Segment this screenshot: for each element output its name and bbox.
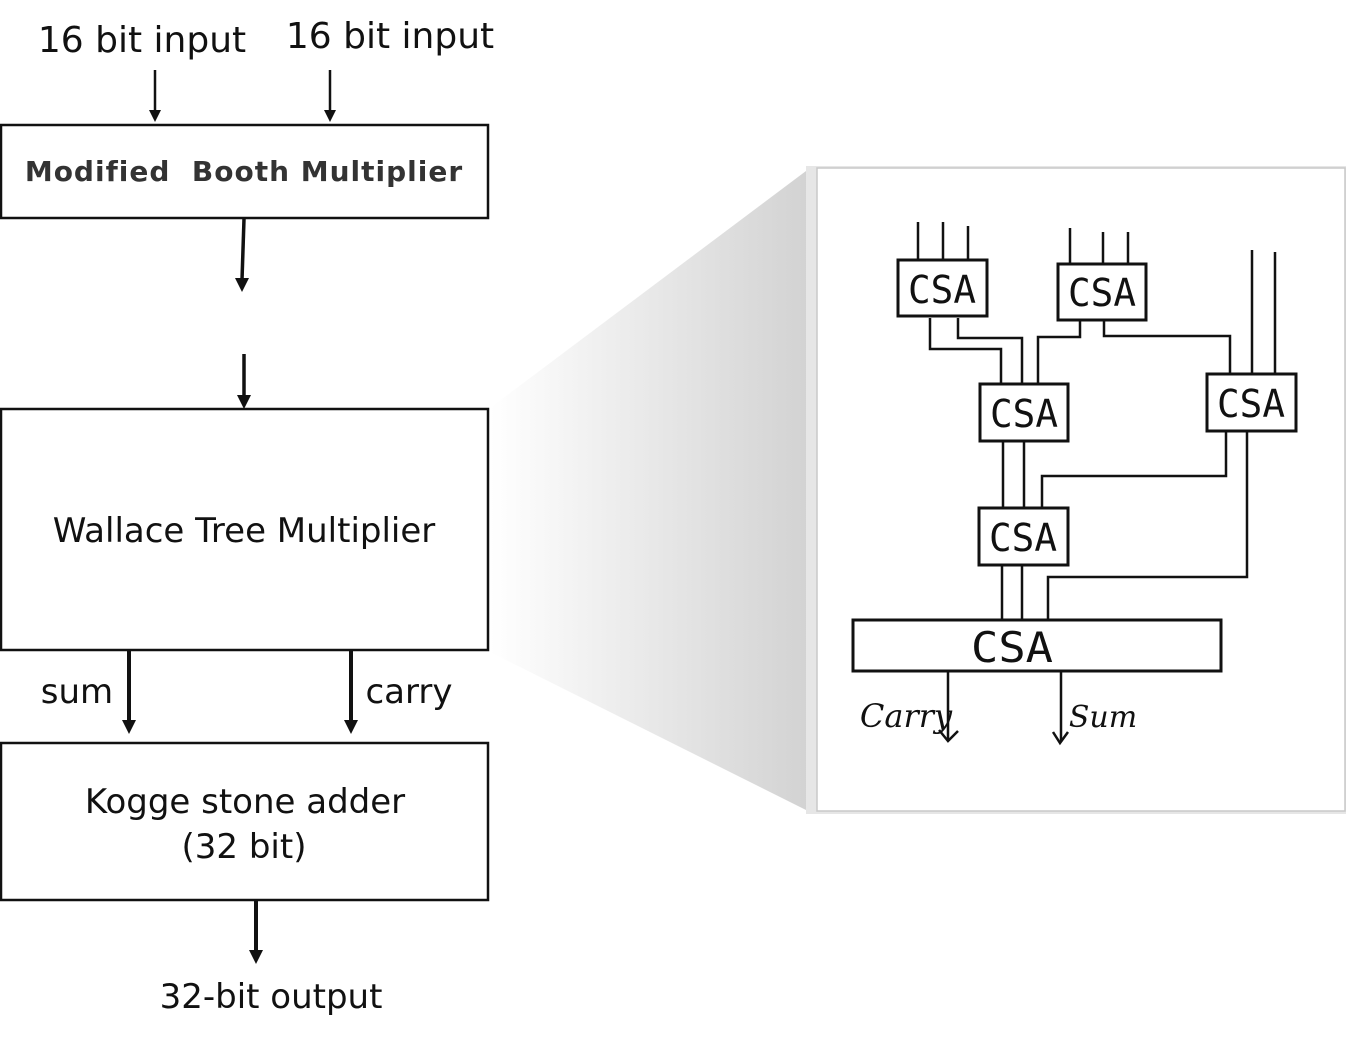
zoom-carry-label: Carry [860, 697, 953, 735]
zoom-sum-label: Sum [1069, 700, 1137, 735]
input-b-label: 16 bit input [286, 16, 494, 57]
csa-block-3: CSA [978, 382, 1070, 443]
csa-block-final: CSA [851, 618, 1223, 673]
booth-output-arrow [235, 218, 249, 292]
kogge-stone-width-label: (32 bit) [182, 827, 307, 867]
kogge-stone-label: Kogge stone adder [85, 782, 405, 822]
booth-multiplier-label: Modified Booth Multiplier [25, 155, 463, 188]
csa-block-5: CSA [977, 506, 1070, 567]
csa-block-4: CSA [1205, 372, 1298, 433]
csa-block-1-label: CSA [908, 268, 976, 312]
booth-multiplier-block: Modified Booth Multiplier [0, 123, 490, 220]
input-a-arrow [149, 70, 161, 122]
csa-block-2-label: CSA [1068, 271, 1136, 315]
csa-block-5-label: CSA [989, 516, 1057, 560]
csa-block-3-label: CSA [990, 392, 1058, 436]
input-a-label: 16 bit input [38, 20, 246, 61]
csa-block-2: CSA [1056, 262, 1148, 322]
wallace-tree-label: Wallace Tree Multiplier [53, 511, 436, 551]
zoom-projection [490, 168, 810, 812]
csa-block-4-label: CSA [1217, 382, 1285, 426]
sum-arrow [122, 651, 136, 734]
csa-block-1: CSA [896, 258, 989, 318]
csa-block-final-label: CSA [971, 623, 1053, 672]
carry-label: carry [365, 672, 452, 712]
wallace-tree-block: Wallace Tree Multiplier [0, 407, 490, 652]
input-b-arrow [324, 70, 336, 122]
csa-wiring [916, 222, 1277, 746]
output-arrow [249, 901, 263, 964]
wallace-input-arrow [237, 354, 251, 409]
carry-arrow [344, 651, 358, 734]
csa-tree-zoom-panel: CSA CSA CSA CSA CSA CSA Carry Sum [806, 166, 1346, 814]
kogge-stone-block: Kogge stone adder (32 bit) [0, 741, 490, 902]
sum-label: sum [41, 672, 113, 712]
output-label: 32-bit output [160, 977, 383, 1017]
